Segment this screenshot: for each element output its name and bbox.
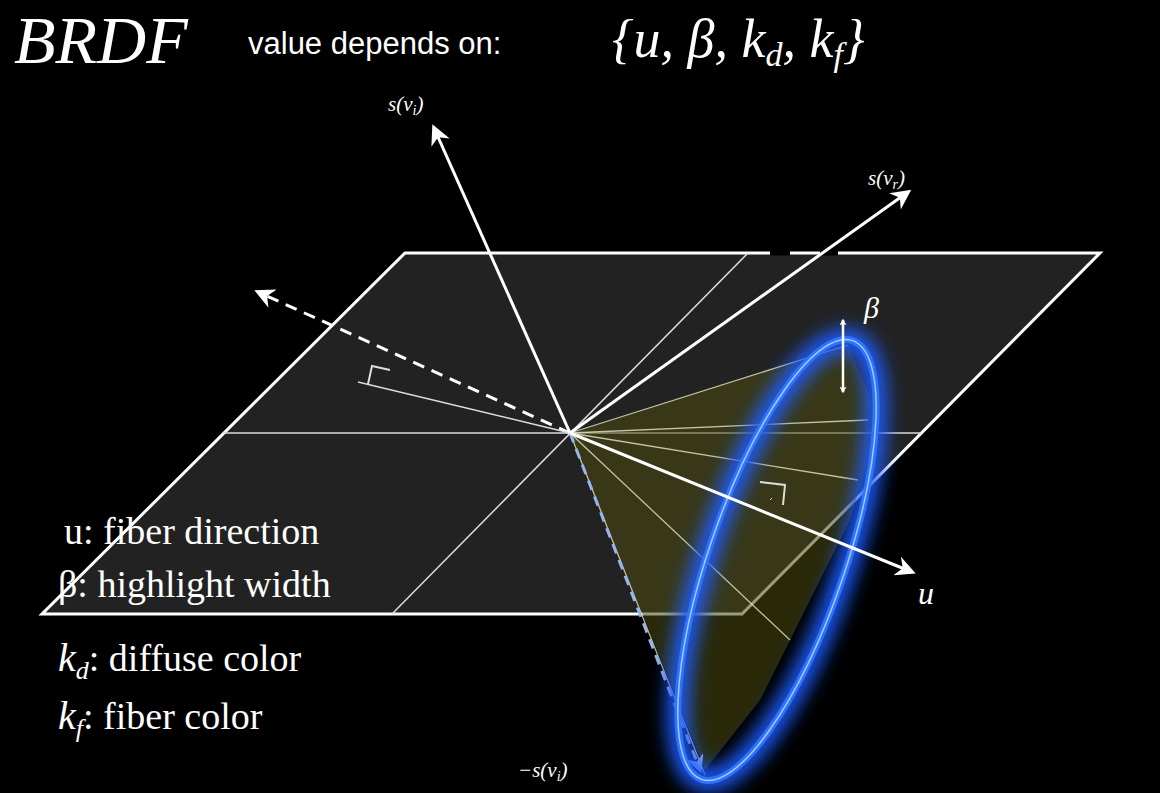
width-arrow [842, 320, 845, 392]
label-text: ) [561, 758, 568, 782]
legend-text: β: highlight width [58, 565, 331, 603]
vector-label: s(vi) [388, 94, 423, 118]
projection-line [358, 382, 570, 433]
subscript: f [76, 714, 83, 743]
incident-arrow [434, 128, 570, 433]
subscript: i [413, 103, 417, 118]
subscript: f [833, 36, 842, 73]
parameter-set: {u, β, kd, kf} [612, 12, 865, 72]
label-text: BRDF [14, 2, 188, 78]
width-label: β [864, 293, 879, 323]
label-text: β [864, 291, 879, 324]
reflected-arrow [570, 192, 908, 433]
label-text: −s(v [518, 758, 557, 782]
label-text: s(v [868, 166, 893, 190]
label-text: s(v [388, 92, 413, 116]
subscript: d [765, 36, 782, 73]
label-text: u: fiber direction [64, 510, 319, 552]
label-text: : diffuse color [89, 637, 301, 679]
subscript: i [557, 769, 561, 784]
vector-label: u [918, 577, 934, 609]
cone-lines [570, 345, 868, 775]
edge-gap [770, 251, 790, 256]
right-angle-mark [770, 498, 772, 500]
vector-label: s(vr) [868, 168, 905, 192]
title-text: value depends on: [248, 28, 501, 59]
label-text: u [918, 575, 934, 611]
subscript: r [893, 177, 898, 192]
label-text: , k [782, 9, 833, 69]
surface-plane [42, 253, 1100, 614]
label-text: : fiber color [83, 695, 262, 737]
right-angle-mark [368, 366, 390, 384]
label-text: value depends on: [248, 26, 501, 61]
title-word: BRDF [14, 6, 188, 74]
label-text: ) [416, 92, 423, 116]
legend-text: kf: fiber color [58, 696, 262, 742]
vector-label: −s(vi) [518, 760, 568, 784]
subscript: d [76, 656, 89, 685]
label-text: ) [898, 166, 905, 190]
label-text: β: highlight width [58, 563, 331, 605]
legend-text: u: fiber direction [64, 512, 319, 550]
label-text: k [58, 635, 76, 680]
dashed-arrow [258, 292, 570, 433]
label-text: k [58, 693, 76, 738]
highlight-cone [570, 345, 880, 770]
label-text: } [843, 9, 865, 69]
legend-text: kd: diffuse color [58, 638, 301, 684]
right-angle-mark [760, 482, 785, 505]
fiber-direction-arrow [570, 433, 912, 572]
label-text: {u, β, k [612, 9, 765, 69]
